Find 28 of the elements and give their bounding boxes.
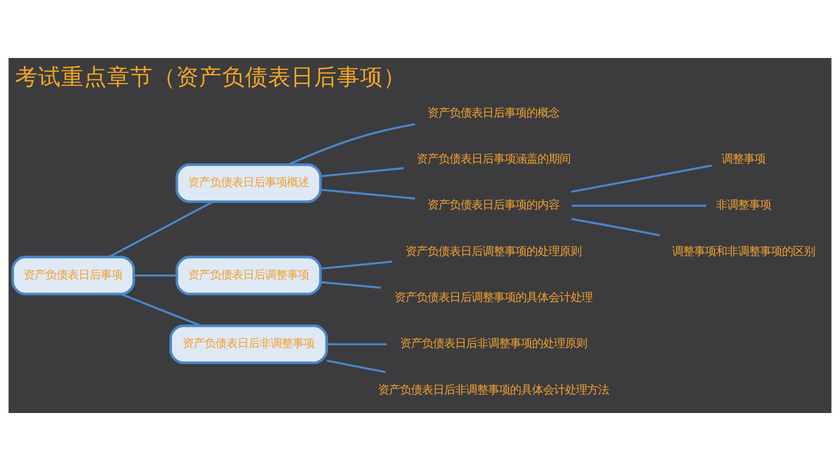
node-text: 资产负债表日后调整事项的处理原则 (405, 244, 582, 258)
connector (326, 343, 387, 346)
connector (571, 164, 712, 193)
connector (320, 281, 381, 289)
node-text: 非调整事项 (716, 198, 772, 212)
node-text: 资产负债表日后非调整事项的处理原则 (400, 337, 587, 350)
node-text: 资产负债表日后事项的概念 (427, 106, 560, 120)
diagram-title: 考试重点章节（资产负债表日后事项） (15, 64, 406, 90)
connector (572, 204, 706, 207)
node-text: 资产负债表日后事项涵盖的期间 (416, 152, 570, 166)
connector (134, 274, 177, 277)
connector (571, 218, 660, 236)
connector (326, 360, 386, 373)
node-box: 资产负债表日后事项概述 (176, 163, 322, 203)
node-text: 资产负债表日后事项的内容 (427, 198, 560, 212)
node-text: 调整事项 (722, 152, 766, 166)
connector (120, 293, 202, 327)
connector (320, 188, 416, 200)
node-box: 资产负债表日后调整事项 (176, 256, 322, 296)
connector (108, 200, 214, 258)
node-box: 资产负债表日后非调整事项 (169, 324, 328, 364)
node-box: 资产负债表日后事项 (11, 256, 136, 296)
node-text: 资产负债表日后非调整事项的具体会计处理方法 (378, 383, 609, 396)
node-text: 资产负债表日后调整事项的具体会计处理 (394, 290, 592, 304)
connector (288, 123, 416, 166)
node-text: 调整事项和非调整事项的区别 (672, 244, 816, 258)
connector (320, 260, 392, 270)
connector (320, 167, 404, 178)
